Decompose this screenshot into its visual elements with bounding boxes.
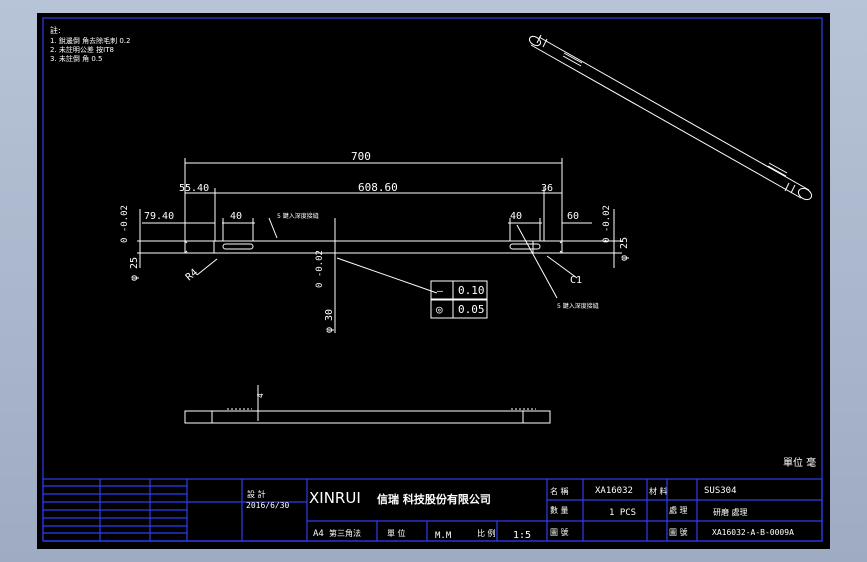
dia-right: φ 25 <box>619 237 630 261</box>
qty-label: 數 量 <box>550 505 569 515</box>
drawing-border <box>42 17 823 542</box>
company-cn: 信瑞 科技股份有限公司 <box>377 492 491 506</box>
notes-line-3: 3. 未註倒 角 0.5 <box>50 54 103 63</box>
name-label: 名 稱 <box>550 486 569 496</box>
tol-left: 0 -0.02 <box>120 205 130 243</box>
drawing-sheet: 註: 1. 銳邊倒 角去除毛刺 0.2 2. 未註明公差 按IT8 3. 未註倒… <box>37 13 830 549</box>
dim-left-slot: 40 <box>230 211 242 222</box>
gdt-symbol-2: ◎ <box>436 303 443 316</box>
designer-label: 設 計 <box>247 489 266 499</box>
dim-radius: R4 <box>184 267 200 283</box>
qty-value: 1 PCS <box>609 508 636 518</box>
dim-right-slot: 40 <box>510 211 522 222</box>
dim-middle: 608.60 <box>358 181 398 194</box>
drawing-no-value: XA16032-A-B-0009A <box>712 528 794 537</box>
notes-line-1: 1. 銳邊倒 角去除毛刺 0.2 <box>50 36 131 45</box>
drawing-no-label-2: 圖 號 <box>669 527 688 537</box>
sheet-size: A4 <box>313 529 324 539</box>
dim-right-60: 60 <box>567 211 579 222</box>
top-view-shaft: 4 <box>184 385 551 424</box>
notes: 註: 1. 銳邊倒 角去除毛刺 0.2 2. 未註明公差 按IT8 3. 未註倒… <box>50 25 131 63</box>
dim-left-79: 79.40 <box>144 211 174 222</box>
dia-center: φ 30 <box>324 309 335 333</box>
dim-left-offset: 55.40 <box>179 183 209 194</box>
scale-label: 比 例 <box>477 528 496 538</box>
tol-center: 0 -0.02 <box>315 250 325 288</box>
name-value: XA16032 <box>595 486 633 496</box>
drawing-no-label: 圖 號 <box>550 527 569 537</box>
gdt-frames: — 0.10 ◎ 0.05 <box>430 280 488 319</box>
gdt-value-1: 0.10 <box>458 284 485 297</box>
unit-stamp: 單位 毫 <box>783 456 816 469</box>
gdt-value-2: 0.05 <box>458 303 485 316</box>
slot-note-left: 5 鍵入深度接縫 <box>277 212 319 220</box>
material-label: 材 料 <box>649 486 668 496</box>
design-date: 2016/6/30 <box>246 501 290 510</box>
front-view-shaft <box>184 240 563 254</box>
dimension-texts: 700 55.40 608.60 36 79.40 40 40 60 0 -0.… <box>120 150 630 333</box>
material-value: SUS304 <box>704 486 737 496</box>
dia-left: φ 25 <box>129 257 140 281</box>
slot-note-right: 5 鍵入深度接縫 <box>557 302 599 310</box>
unit-label: 單 位 <box>387 528 406 538</box>
notes-line-2: 2. 未註明公差 按IT8 <box>50 45 114 54</box>
finish-label: 處 理 <box>669 505 688 515</box>
dim-chamfer: C1 <box>570 275 582 286</box>
isometric-shaft-view <box>528 34 813 201</box>
finish-value: 研磨 處理 <box>713 507 748 517</box>
company-en: XINRUI <box>309 489 361 507</box>
projection: 第三角法 <box>329 528 361 538</box>
dim-right-offset: 36 <box>541 183 553 194</box>
notes-header: 註: <box>50 25 61 35</box>
dimension-lines <box>137 158 622 333</box>
dim-top-view: 4 <box>256 393 265 398</box>
scale-value: 1:5 <box>513 530 531 541</box>
title-block: 設 計 2016/6/30 XINRUI 信瑞 科技股份有限公司 A4 第三角法… <box>42 478 823 542</box>
tol-right: 0 -0.02 <box>602 205 612 243</box>
dim-overall: 700 <box>351 150 371 163</box>
drawing-canvas: 註: 1. 銳邊倒 角去除毛刺 0.2 2. 未註明公差 按IT8 3. 未註倒… <box>42 17 823 542</box>
unit-value: M.M <box>435 531 452 541</box>
gdt-symbol-1: — <box>437 286 444 297</box>
